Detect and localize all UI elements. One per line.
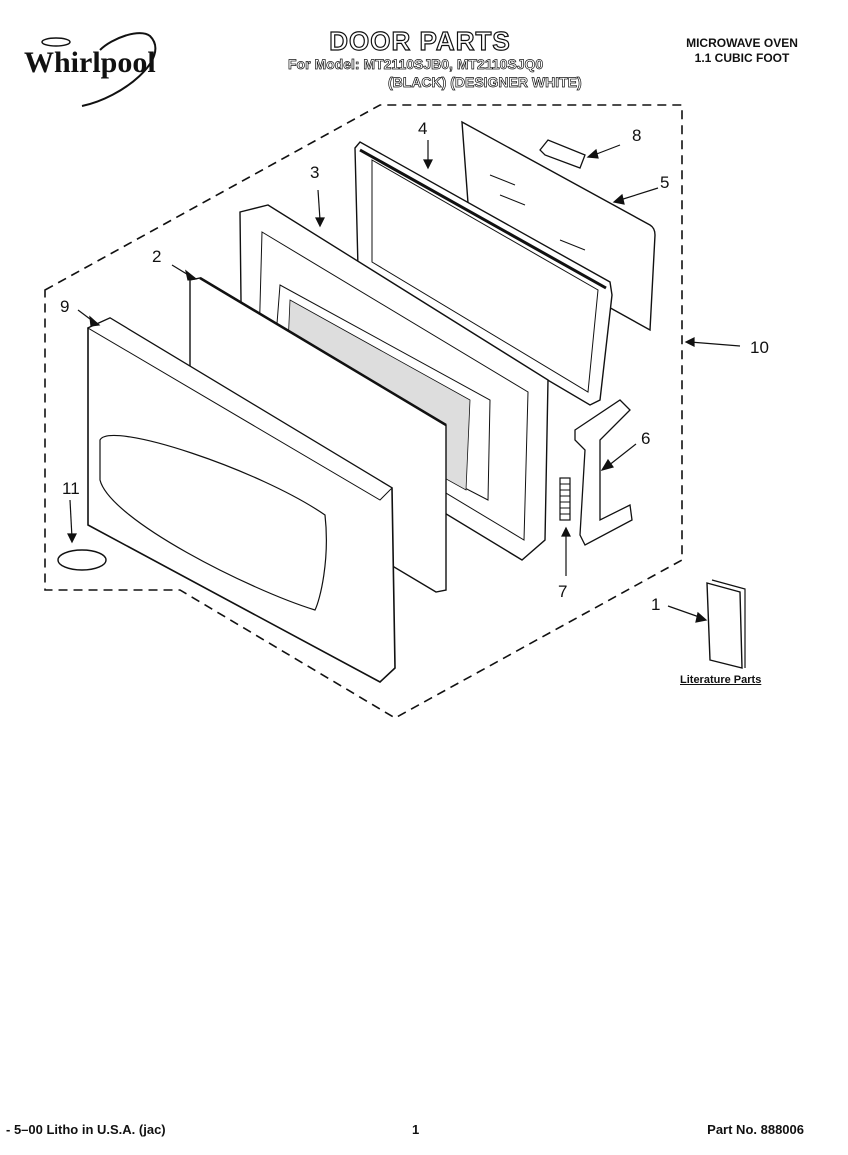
product-type: MICROWAVE OVEN (686, 36, 798, 50)
callout-1: 1 (651, 595, 660, 614)
callout-4: 4 (418, 119, 427, 138)
callout-6: 6 (641, 429, 650, 448)
part-11-badge (57, 549, 107, 571)
callout-10: 10 (750, 338, 769, 357)
product-capacity: 1.1 CUBIC FOOT (694, 51, 790, 65)
assembly-boundary (44, 104, 683, 719)
brand-wordmark: Whirlpool (24, 46, 156, 79)
part-6-latch (574, 399, 633, 546)
part-5-glass-panel (461, 120, 656, 332)
callout-3: 3 (310, 163, 319, 182)
callout-11: 11 (62, 479, 80, 498)
part-1-literature (706, 579, 746, 669)
callout-2: 2 (152, 247, 161, 266)
callout-8: 8 (632, 126, 641, 145)
leader-arrows (67, 140, 741, 623)
page-title: DOOR PARTS (329, 25, 511, 56)
part-number: Part No. 888006 (707, 1122, 804, 1137)
part-9-door-front (86, 317, 396, 683)
model-numbers: For Model: MT2110SJB0, MT2110SJQ0 (288, 56, 544, 73)
part-4-choke-frame (354, 141, 613, 406)
callout-5: 5 (660, 173, 669, 192)
literature-parts-label: Literature Parts (680, 674, 762, 686)
page-number: 1 (412, 1122, 420, 1137)
part-8-bracket (539, 139, 586, 169)
product-description: MICROWAVE OVEN 1.1 CUBIC FOOT (662, 36, 822, 66)
callout-9: 9 (60, 297, 69, 316)
model-colors: (BLACK) (DESIGNER WHITE) (388, 74, 582, 91)
litho-note: - 5–00 Litho in U.S.A. (jac) (6, 1122, 166, 1137)
part-7-spring (559, 477, 571, 521)
whirlpool-logo: Whirlpool (22, 28, 192, 108)
callout-7: 7 (558, 582, 567, 601)
